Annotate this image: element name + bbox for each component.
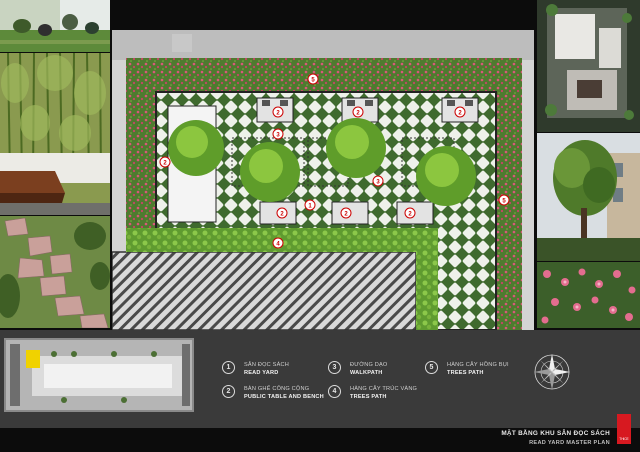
svg-text:5: 5 <box>311 78 315 84</box>
page-title-vi: MẶT BẰNG KHU SÂN ĐỌC SÁCH <box>501 430 610 437</box>
marker-read-yard: 1 <box>304 199 316 211</box>
legend-en-label: TREES PATH <box>350 394 387 400</box>
marker-rose-right: 5 <box>498 194 510 206</box>
key-plan-highlight <box>26 350 40 368</box>
brand-logo <box>617 414 631 444</box>
marker-bench-8: 2 <box>404 207 416 219</box>
legend-number: 2 <box>222 385 235 398</box>
svg-text:5: 5 <box>502 199 506 205</box>
marker-bench-2: 2 <box>272 106 284 118</box>
legend-en-label: TREES PATH <box>447 370 484 376</box>
page-title-en: READ YARD MASTER PLAN <box>529 440 610 446</box>
svg-text:1: 1 <box>308 204 312 210</box>
building-roof <box>112 252 416 330</box>
marker-bench-6: 2 <box>276 207 288 219</box>
svg-text:3: 3 <box>276 133 280 139</box>
legend-number: 5 <box>425 361 438 374</box>
photo-people-reading <box>0 0 110 52</box>
marker-bench-7: 2 <box>340 207 352 219</box>
svg-text:2: 2 <box>408 212 412 218</box>
master-plan: 5 5 3 2 2 2 2 1 2 2 2 3 4 <box>112 30 534 330</box>
brand-logo-text: THiCE <box>619 437 629 441</box>
legend-vi-label: BÀN GHẾ CÔNG CỘNG <box>244 386 310 392</box>
marker-walkpath-2: 3 <box>372 175 384 187</box>
legend-vi-label: HÀNG CÂY HỒNG BỤI <box>447 362 509 368</box>
legend-item-rose: 5 HÀNG CÂY HỒNG BỤI TREES PATH <box>425 361 509 377</box>
marker-bench-4: 2 <box>454 106 466 118</box>
plan-markers: 5 5 3 2 2 2 2 1 2 2 2 3 4 <box>159 73 510 249</box>
marker-rose-top: 5 <box>307 73 319 85</box>
legend-vi-label: HÀNG CÂY TRÚC VÀNG <box>350 386 418 392</box>
photo-rooftop-plan <box>537 0 640 132</box>
marker-bench-5: 2 <box>159 156 171 168</box>
legend-en-label: READ YARD <box>244 370 279 376</box>
photo-stone-path <box>0 216 110 328</box>
marker-bamboo: 4 <box>272 237 284 249</box>
marker-bench-1: 3 <box>272 128 284 140</box>
legend-number: 4 <box>328 385 341 398</box>
marker-bench-3: 2 <box>352 106 364 118</box>
photo-tree-house <box>537 133 640 261</box>
svg-text:2: 2 <box>280 212 284 218</box>
svg-text:3: 3 <box>376 180 380 186</box>
svg-text:2: 2 <box>356 111 360 117</box>
legend-item-bench: 2 BÀN GHẾ CÔNG CỘNG PUBLIC TABLE AND BENC… <box>222 385 324 401</box>
svg-text:4: 4 <box>276 242 280 248</box>
svg-text:2: 2 <box>163 161 167 167</box>
photo-rose-bushes <box>537 262 640 328</box>
site-key-plan <box>4 338 194 412</box>
svg-text:2: 2 <box>276 111 280 117</box>
svg-text:2: 2 <box>458 111 462 117</box>
legend-item-bamboo: 4 HÀNG CÂY TRÚC VÀNG TREES PATH <box>328 385 417 401</box>
legend-item-read-yard: 1 SÂN ĐỌC SÁCH READ YARD <box>222 361 289 377</box>
legend-number: 1 <box>222 361 235 374</box>
legend-en-label: WALKPATH <box>350 370 383 376</box>
legend-item-walkpath: 3 ĐƯỜNG DẠO WALKPATH <box>328 361 387 377</box>
photo-bamboo-deck <box>0 53 110 215</box>
legend-en-label: PUBLIC TABLE AND BENCH <box>244 394 324 400</box>
compass-rose-icon <box>534 354 570 390</box>
legend-vi-label: SÂN ĐỌC SÁCH <box>244 362 289 368</box>
svg-text:2: 2 <box>344 212 348 218</box>
legend-vi-label: ĐƯỜNG DẠO <box>350 362 388 368</box>
title-bar <box>0 428 640 452</box>
legend-number: 3 <box>328 361 341 374</box>
shade-trees <box>168 118 476 206</box>
